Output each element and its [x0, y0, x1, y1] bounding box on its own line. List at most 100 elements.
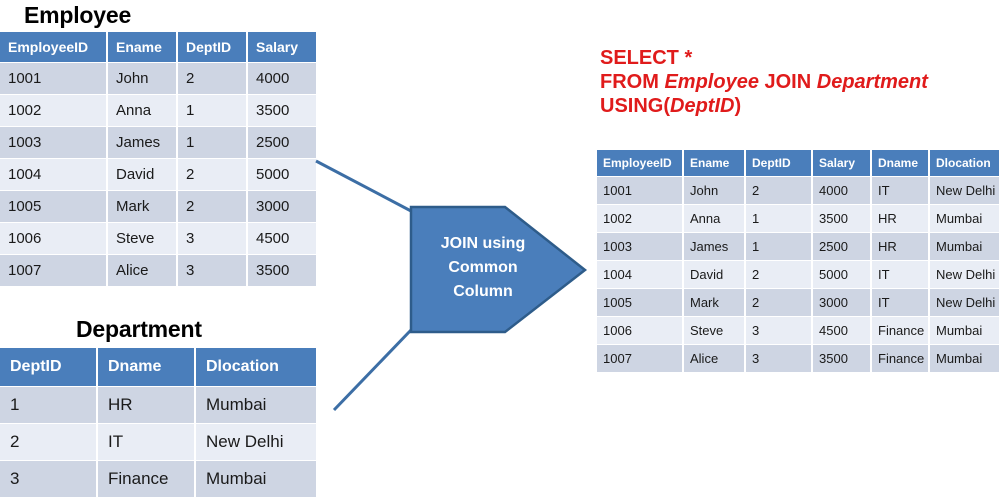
- result-cell: Finance: [872, 317, 930, 345]
- employee-cell: 1: [178, 95, 248, 127]
- employee-cell: 2: [178, 159, 248, 191]
- result-column-header: Dname: [872, 150, 930, 177]
- result-cell: 2500: [813, 233, 872, 261]
- employee-cell: 2: [178, 191, 248, 223]
- result-cell: 1: [746, 205, 813, 233]
- result-cell: 4500: [813, 317, 872, 345]
- result-cell: 1004: [597, 261, 684, 289]
- sql-select-keyword: SELECT: [600, 47, 679, 69]
- result-cell: 2: [746, 289, 813, 317]
- result-cell: HR: [872, 205, 930, 233]
- department-column-header: Dname: [98, 348, 196, 387]
- employee-cell: Steve: [108, 223, 178, 255]
- employee-cell: 1001: [0, 63, 108, 95]
- department-cell: 1: [0, 387, 98, 424]
- sql-join-keyword: JOIN: [764, 71, 812, 93]
- employee-cell: 1007: [0, 255, 108, 287]
- employee-cell: 5000: [248, 159, 316, 191]
- result-cell: Mumbai: [930, 317, 999, 345]
- department-column-header: Dlocation: [196, 348, 316, 387]
- result-cell: Finance: [872, 345, 930, 373]
- result-cell: Mark: [684, 289, 746, 317]
- result-cell: 1005: [597, 289, 684, 317]
- sql-query-text: SELECT * FROM Employee JOIN Department U…: [600, 46, 928, 118]
- result-cell: 2: [746, 177, 813, 205]
- result-cell: New Delhi: [930, 177, 999, 205]
- employee-cell: John: [108, 63, 178, 95]
- join-arrow-label-line-2: Common: [448, 259, 518, 276]
- connector-employee-to-arrow: [315, 159, 412, 213]
- employee-cell: 1006: [0, 223, 108, 255]
- result-cell: John: [684, 177, 746, 205]
- employee-cell: Anna: [108, 95, 178, 127]
- department-column-header: DeptID: [0, 348, 98, 387]
- result-column-header: DeptID: [746, 150, 813, 177]
- employee-column-header: EmployeeID: [0, 32, 108, 63]
- join-arrow-label: JOIN using Common Column: [418, 232, 548, 304]
- employee-cell: 3000: [248, 191, 316, 223]
- result-cell: Alice: [684, 345, 746, 373]
- employee-cell: Alice: [108, 255, 178, 287]
- result-cell: 1002: [597, 205, 684, 233]
- result-cell: 3500: [813, 345, 872, 373]
- result-cell: 1003: [597, 233, 684, 261]
- result-cell: 1006: [597, 317, 684, 345]
- sql-line-2: FROM Employee JOIN Department: [600, 70, 928, 94]
- employee-cell: 3500: [248, 255, 316, 287]
- department-cell: Mumbai: [196, 461, 316, 498]
- employee-cell: 1005: [0, 191, 108, 223]
- sql-using-close-paren: ): [734, 95, 742, 117]
- result-cell: IT: [872, 289, 930, 317]
- result-cell: Anna: [684, 205, 746, 233]
- result-cell: 1: [746, 233, 813, 261]
- employee-cell: 2: [178, 63, 248, 95]
- result-column-header: Dlocation: [930, 150, 999, 177]
- employee-cell: David: [108, 159, 178, 191]
- employee-cell: 4000: [248, 63, 316, 95]
- employee-cell: 4500: [248, 223, 316, 255]
- result-cell: IT: [872, 261, 930, 289]
- result-cell: Steve: [684, 317, 746, 345]
- employee-cell: 3500: [248, 95, 316, 127]
- employee-cell: 3: [178, 223, 248, 255]
- department-cell: IT: [98, 424, 196, 461]
- result-cell: HR: [872, 233, 930, 261]
- result-cell: 4000: [813, 177, 872, 205]
- result-cell: IT: [872, 177, 930, 205]
- result-column-header: Salary: [813, 150, 872, 177]
- employee-cell: 1003: [0, 127, 108, 159]
- result-cell: Mumbai: [930, 345, 999, 373]
- employee-cell: 1004: [0, 159, 108, 191]
- result-cell: 1007: [597, 345, 684, 373]
- employee-table-title: Employee: [24, 2, 132, 28]
- sql-table-employee: Employee: [664, 71, 759, 93]
- department-cell: Mumbai: [196, 387, 316, 424]
- department-cell: 3: [0, 461, 98, 498]
- department-cell: 2: [0, 424, 98, 461]
- sql-from-keyword: FROM: [600, 71, 659, 93]
- join-arrow-label-line-1: JOIN using: [440, 235, 526, 252]
- employee-cell: 2500: [248, 127, 316, 159]
- result-cell: David: [684, 261, 746, 289]
